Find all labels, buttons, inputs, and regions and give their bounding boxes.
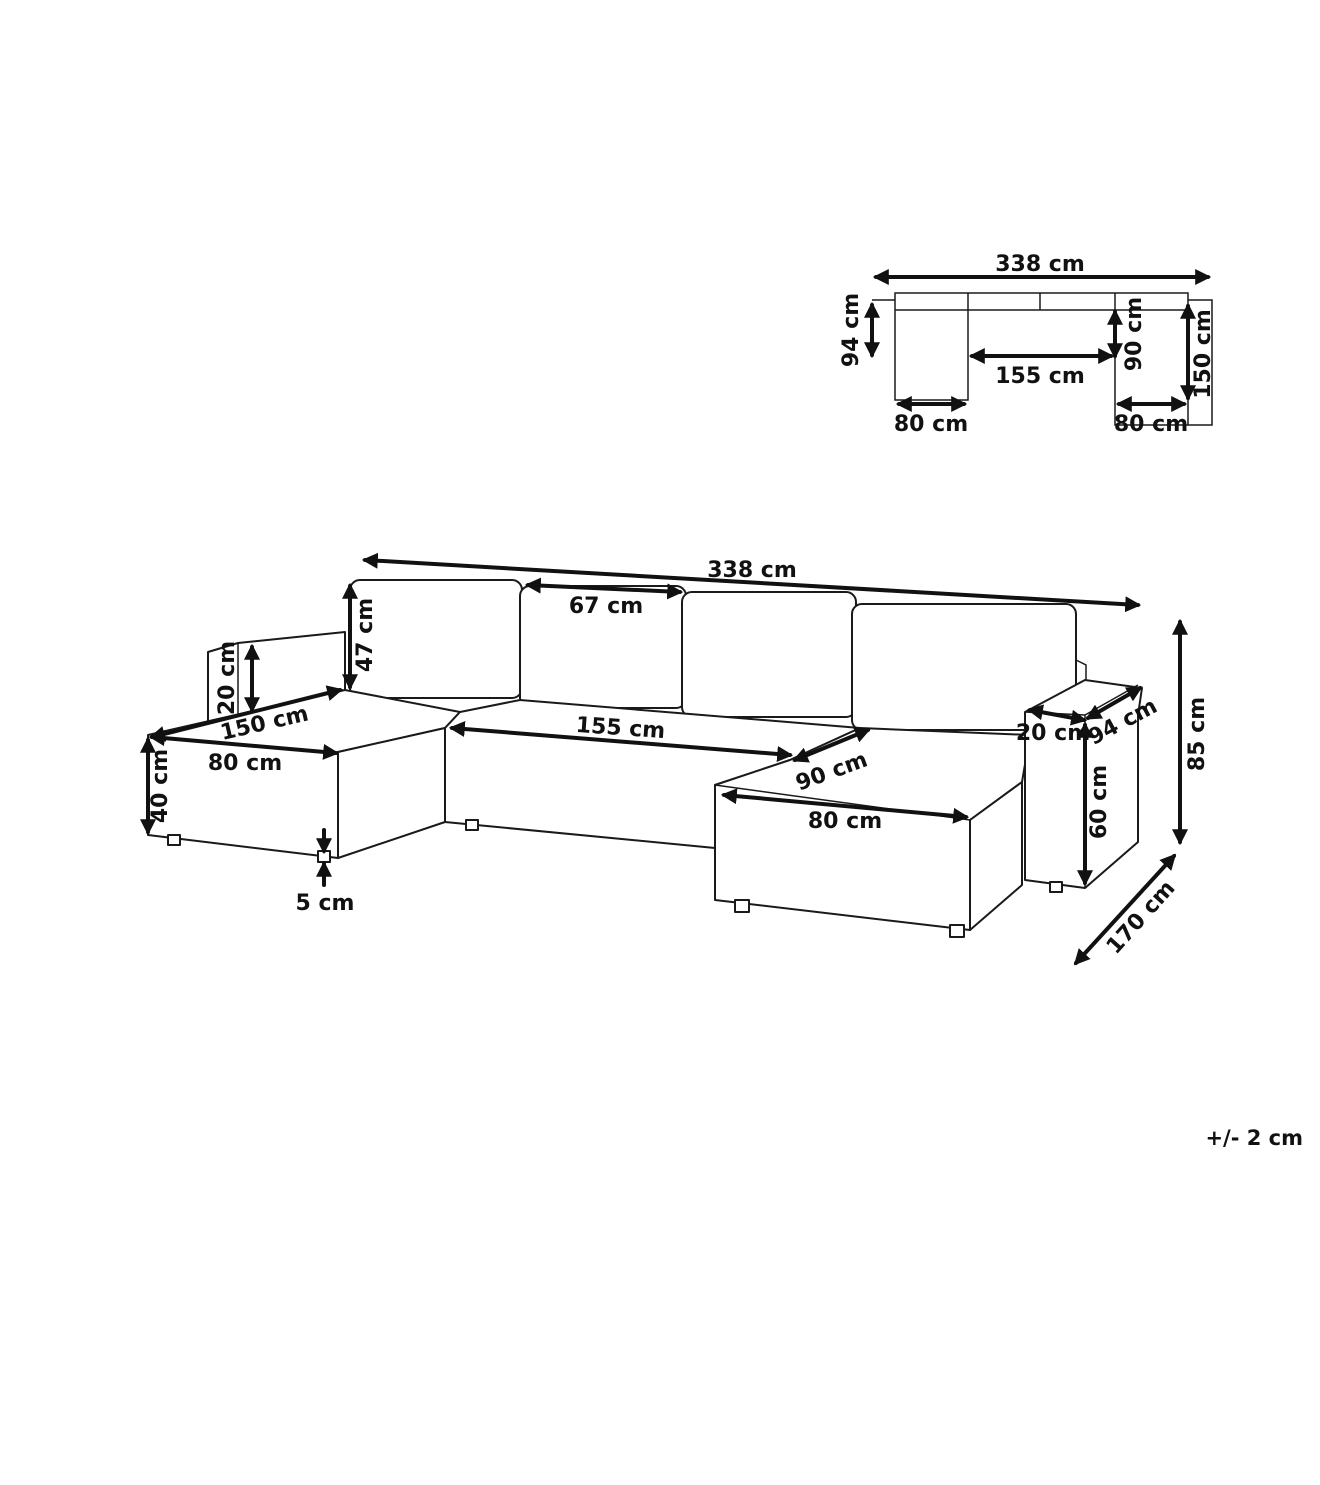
armrest-width-arrow — [1026, 704, 1088, 726]
chaise-width-right-arrow — [720, 788, 970, 824]
total-height-label: 85 cm — [1185, 697, 1210, 771]
total-depth-label: 170 cm — [1102, 876, 1180, 959]
total-width-arrow — [361, 552, 1142, 613]
chaise-width-right-label: 80 cm — [808, 809, 882, 834]
cushion-width-arrow — [524, 577, 684, 600]
arm-height-label: 60 cm — [1087, 765, 1112, 839]
top-center-width-label: 155 cm — [995, 364, 1085, 389]
seat-depth-arrow — [792, 727, 871, 763]
top-chaise-left-label: 80 cm — [894, 412, 968, 437]
foot-3 — [465, 819, 479, 831]
armrest-height-label: 20 cm — [215, 641, 240, 715]
top-width-label: 338 cm — [995, 252, 1085, 277]
leg-height-label: 5 cm — [296, 891, 355, 916]
cushion-width-label: 67 cm — [569, 594, 643, 619]
total-depth-arrow — [1073, 853, 1177, 966]
back-cushion-3 — [681, 591, 857, 718]
foot-5 — [949, 924, 965, 938]
top-chaise-right-label: 80 cm — [1114, 412, 1188, 437]
top-center-depth-label: 90 cm — [1122, 297, 1147, 371]
top-depth-back-label: 94 cm — [839, 293, 864, 367]
armrest-depth-arrow — [1085, 686, 1143, 720]
chaise-width-left-label: 80 cm — [208, 751, 282, 776]
chaise-width-left-arrow — [148, 730, 340, 760]
seat-width-arrow — [448, 721, 794, 762]
right-chaise-side — [969, 781, 1023, 931]
armrest-width-label: 20 cm — [1016, 721, 1090, 746]
seat-width-label: 155 cm — [575, 713, 666, 744]
tolerance-note: +/- 2 cm — [1205, 1126, 1303, 1150]
total-width-label: 338 cm — [707, 558, 797, 583]
foot-1 — [167, 834, 181, 846]
seat-height-label: 40 cm — [148, 749, 173, 823]
perspective-view: 338 cm 67 cm 47 cm 20 cm 150 cm 80 cm 40… — [140, 552, 1210, 966]
chaise-length-arrow — [148, 685, 344, 742]
left-chaise-side — [337, 727, 446, 859]
foot-6 — [1049, 881, 1063, 893]
top-view: 338 cm 94 cm 155 cm 90 cm 150 cm 80 cm 8… — [839, 252, 1216, 437]
foot-4 — [734, 899, 750, 913]
backrest-height-label: 47 cm — [353, 598, 378, 672]
top-chaise-depth-label: 150 cm — [1191, 309, 1216, 399]
